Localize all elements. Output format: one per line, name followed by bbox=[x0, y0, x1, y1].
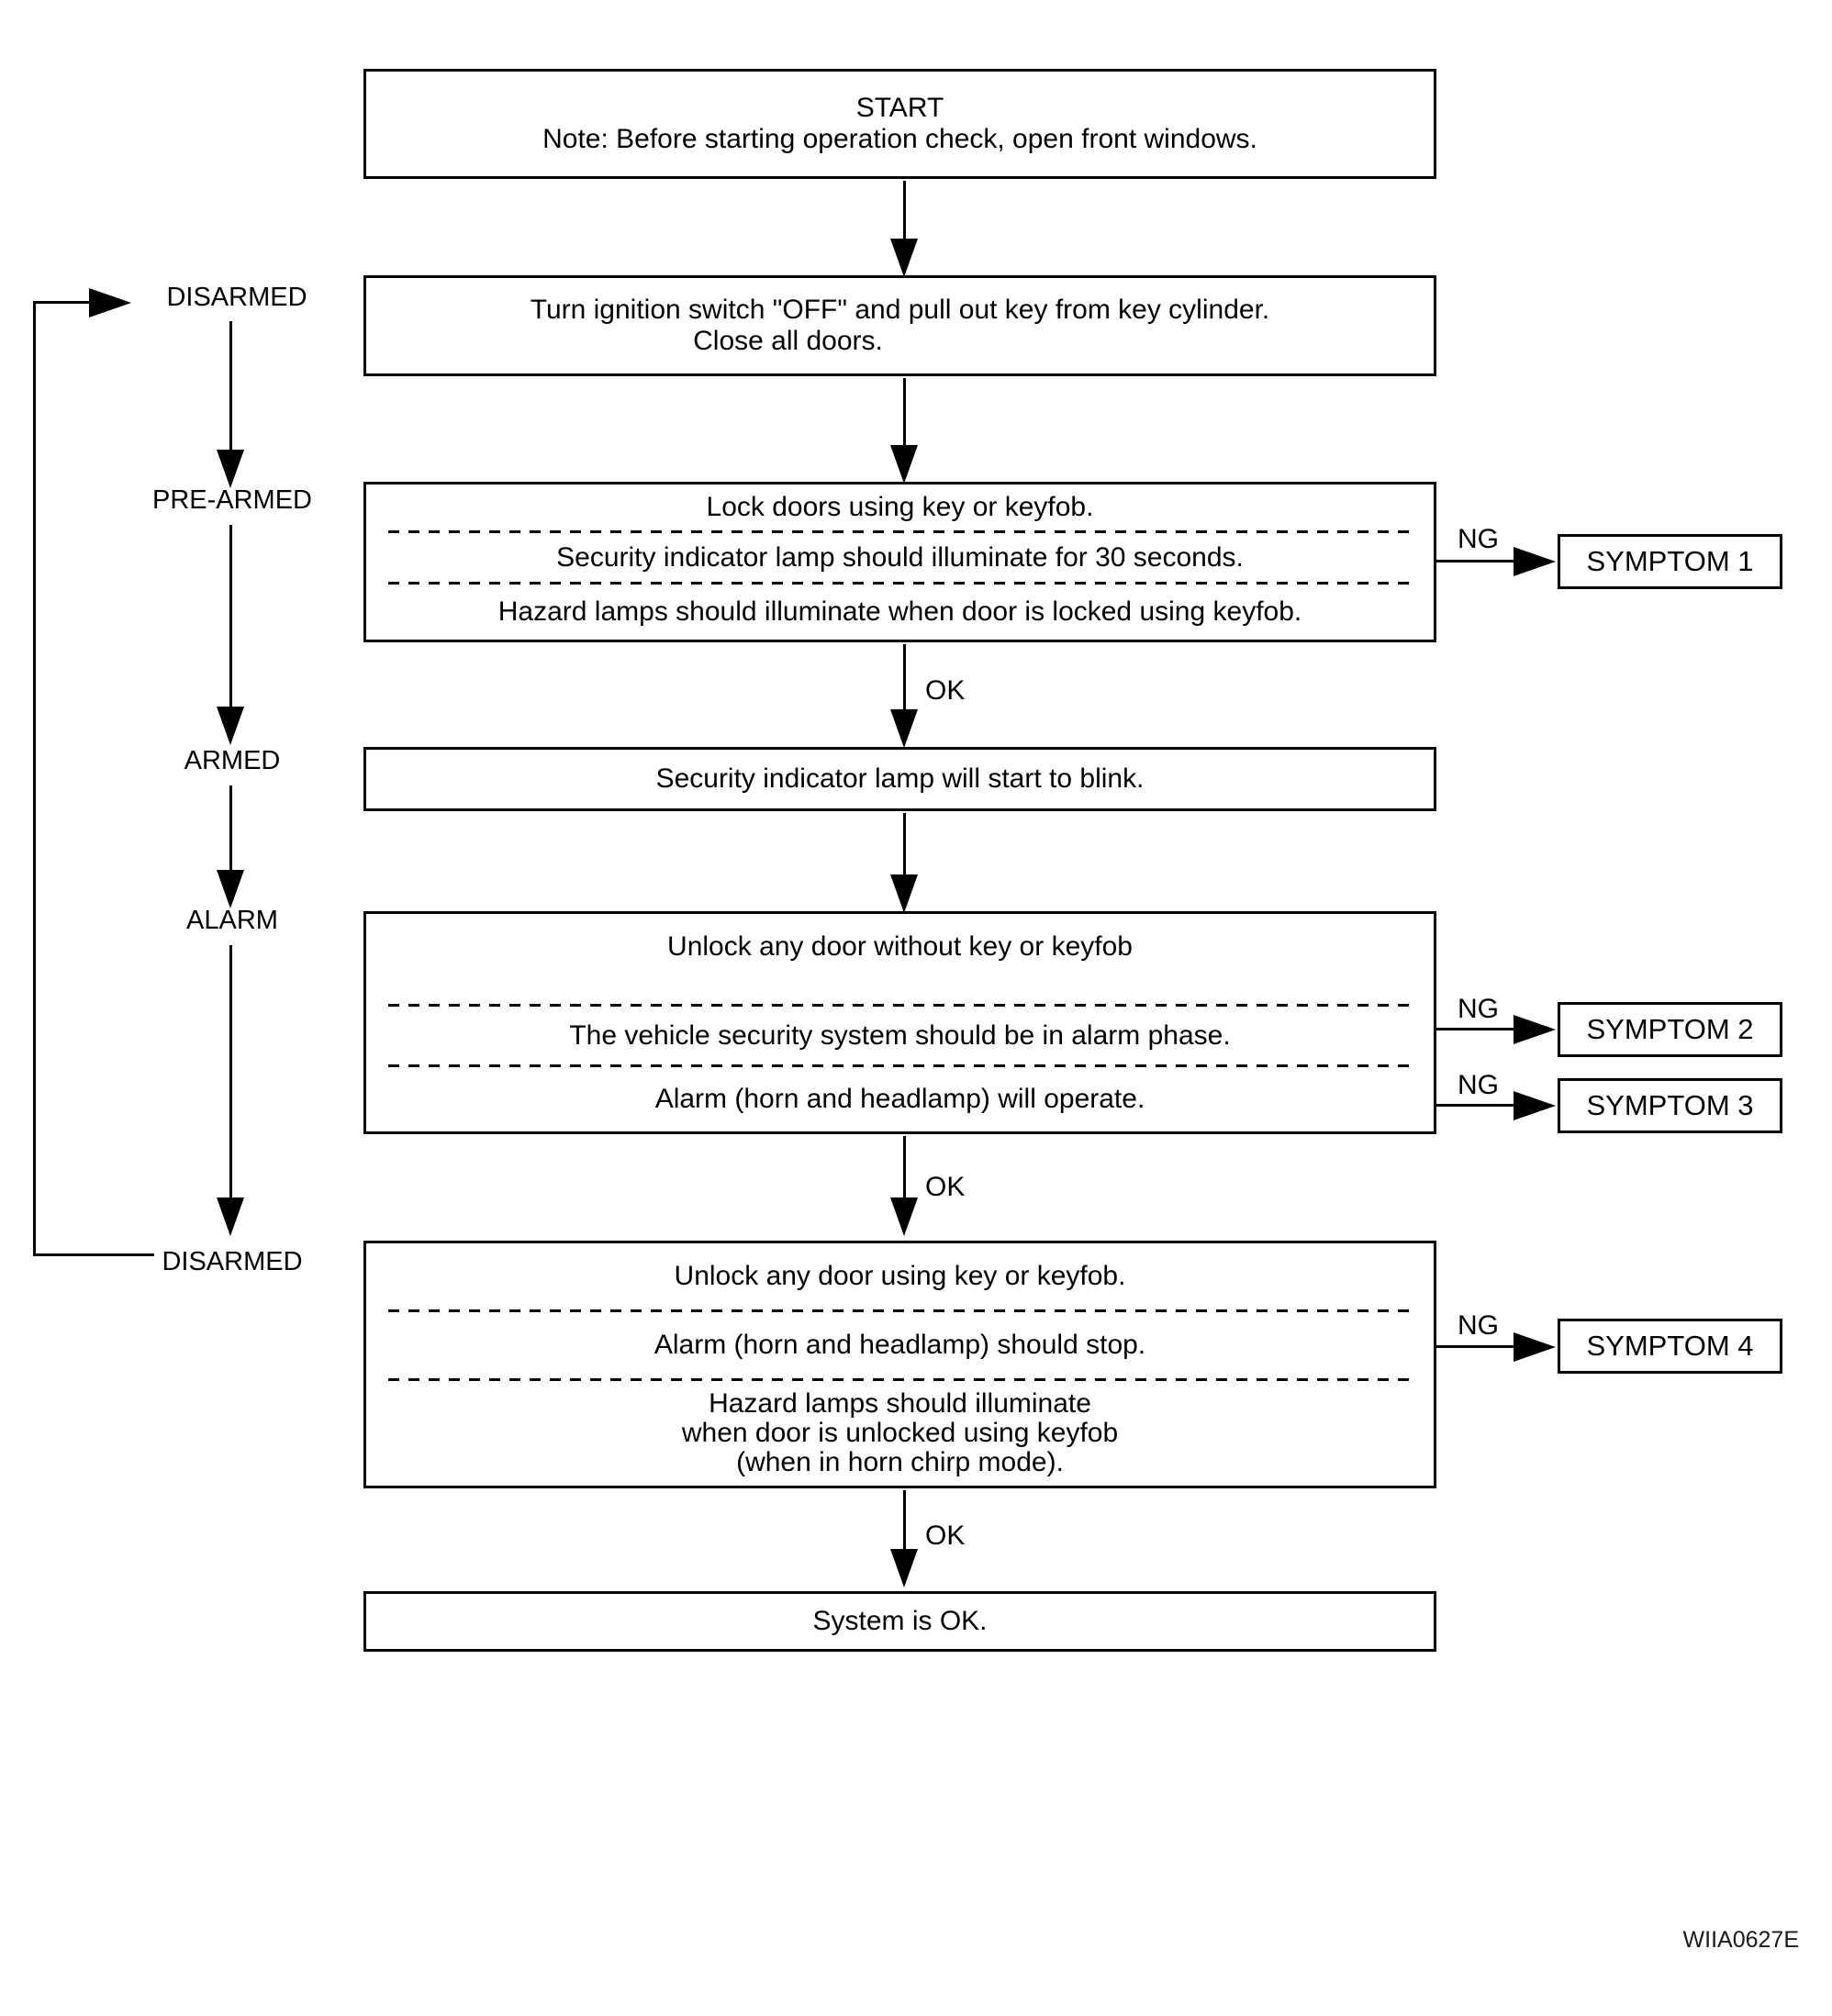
start-box: START Note: Before starting operation ch… bbox=[363, 69, 1436, 179]
dashed-divider bbox=[388, 1064, 1412, 1067]
dashed-divider bbox=[388, 530, 1412, 533]
state-label-alarm: ALARM bbox=[186, 906, 278, 935]
ng-arrowhead-1-icon bbox=[1514, 547, 1556, 576]
feedback-line-bottom bbox=[33, 1253, 154, 1256]
state-label-disarmed-bottom: DISARMED bbox=[162, 1247, 303, 1276]
state-arrowhead-2-icon bbox=[217, 707, 244, 745]
state-label-disarmed-top: DISARMED bbox=[166, 283, 307, 312]
flow-arrow-line-6 bbox=[903, 1490, 906, 1551]
feedback-line-top bbox=[33, 301, 90, 304]
symptom-4-box: SYMPTOM 4 bbox=[1558, 1319, 1782, 1374]
disarm-box: Unlock any door using key or keyfob. Ala… bbox=[363, 1241, 1436, 1488]
flow-arrow-line-3 bbox=[903, 644, 906, 711]
flow-arrow-line-5 bbox=[903, 1136, 906, 1199]
disarm-step3-line2: when door is unlocked using keyfob bbox=[681, 1418, 1119, 1448]
ignition-line1: Turn ignition switch "OFF" and pull out … bbox=[530, 295, 1270, 325]
ng-arrowhead-4-icon bbox=[1514, 1332, 1556, 1362]
lock-step3: Hazard lamps should illuminate when door… bbox=[497, 596, 1302, 627]
ng-line-1 bbox=[1436, 560, 1514, 562]
state-arrow-line-4 bbox=[229, 945, 232, 1197]
alarm-step3: Alarm (horn and headlamp) will operate. bbox=[654, 1084, 1145, 1114]
disarm-step1: Unlock any door using key or keyfob. bbox=[674, 1261, 1126, 1291]
ignition-off-box: Turn ignition switch "OFF" and pull out … bbox=[363, 275, 1436, 376]
flow-arrowhead-2-icon bbox=[890, 445, 918, 484]
symptom-2-box: SYMPTOM 2 bbox=[1558, 1002, 1782, 1057]
ng-label-4: NG bbox=[1458, 1310, 1499, 1341]
lock-step1: Lock doors using key or keyfob. bbox=[706, 492, 1094, 522]
ng-label-3: NG bbox=[1458, 1070, 1499, 1100]
ok-label-3: OK bbox=[925, 1520, 966, 1551]
ok-label-2: OK bbox=[925, 1172, 966, 1202]
ng-line-3 bbox=[1436, 1104, 1514, 1107]
ng-arrowhead-2-icon bbox=[1514, 1015, 1556, 1044]
flow-arrowhead-1-icon bbox=[890, 239, 918, 277]
lock-doors-box: Lock doors using key or keyfob. Security… bbox=[363, 482, 1436, 642]
flow-arrow-line-4 bbox=[903, 813, 906, 876]
disarm-step2: Alarm (horn and headlamp) should stop. bbox=[653, 1330, 1146, 1360]
ng-arrowhead-3-icon bbox=[1514, 1091, 1556, 1120]
dashed-divider bbox=[388, 1004, 1412, 1007]
dashed-divider bbox=[388, 582, 1412, 585]
start-note: Note: Before starting operation check, o… bbox=[542, 124, 1257, 154]
disarm-step3: Hazard lamps should illuminate when door… bbox=[366, 1381, 1434, 1486]
flow-arrow-line-2 bbox=[903, 378, 906, 447]
alarm-phase-box: Unlock any door without key or keyfob Th… bbox=[363, 911, 1436, 1134]
state-arrow-line-3 bbox=[229, 785, 232, 870]
dashed-divider bbox=[388, 1309, 1412, 1312]
disarm-step3-line1: Hazard lamps should illuminate bbox=[709, 1388, 1091, 1419]
ok-label-1: OK bbox=[925, 675, 966, 706]
lock-step2: Security indicator lamp should illuminat… bbox=[556, 541, 1244, 573]
flow-arrow-line-1 bbox=[903, 181, 906, 240]
alarm-step1: Unlock any door without key or keyfob bbox=[667, 931, 1133, 962]
state-arrowhead-1-icon bbox=[217, 450, 244, 488]
flow-arrowhead-6-icon bbox=[890, 1549, 918, 1587]
dashed-divider bbox=[388, 1378, 1412, 1381]
ng-label-1: NG bbox=[1458, 524, 1499, 554]
flow-arrowhead-4-icon bbox=[890, 874, 918, 913]
flow-arrowhead-3-icon bbox=[890, 709, 918, 748]
figure-code: WIIA0627E bbox=[1682, 1927, 1799, 1953]
ignition-line2: Close all doors. bbox=[693, 326, 883, 356]
blink-text: Security indicator lamp will start to bl… bbox=[655, 763, 1145, 794]
ng-label-2: NG bbox=[1458, 994, 1499, 1024]
state-arrowhead-4-icon bbox=[217, 1197, 244, 1236]
alarm-step2: The vehicle security system should be in… bbox=[569, 1019, 1231, 1051]
state-arrowhead-3-icon bbox=[217, 870, 244, 908]
state-label-pre-armed: PRE-ARMED bbox=[151, 485, 312, 515]
system-ok-box: System is OK. bbox=[363, 1591, 1436, 1652]
ignition-line2-row: Close all doors. bbox=[366, 326, 1434, 357]
indicator-blink-box: Security indicator lamp will start to bl… bbox=[363, 747, 1436, 811]
feedback-arrowhead-icon bbox=[89, 288, 131, 317]
flow-arrowhead-5-icon bbox=[890, 1197, 918, 1236]
state-arrow-line-1 bbox=[229, 321, 232, 450]
feedback-line-vertical bbox=[33, 301, 36, 1256]
system-ok-text: System is OK. bbox=[812, 1606, 988, 1636]
disarm-step3-line3: (when in horn chirp mode). bbox=[736, 1447, 1064, 1477]
symptom-3-box: SYMPTOM 3 bbox=[1558, 1078, 1782, 1133]
ng-line-4 bbox=[1436, 1345, 1514, 1348]
ng-line-2 bbox=[1436, 1028, 1514, 1030]
symptom-1-box: SYMPTOM 1 bbox=[1558, 534, 1782, 589]
state-label-armed: ARMED bbox=[184, 746, 281, 775]
start-title: START bbox=[855, 93, 944, 123]
state-arrow-line-2 bbox=[229, 525, 232, 707]
